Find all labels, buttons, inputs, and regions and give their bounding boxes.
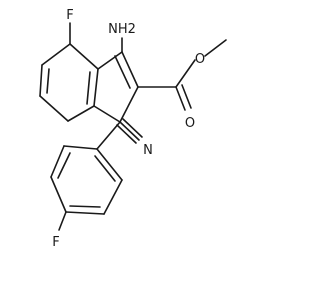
bond — [181, 84, 192, 109]
bond — [57, 152, 71, 179]
bond — [119, 86, 139, 123]
bond — [93, 68, 99, 107]
bond — [50, 176, 67, 213]
bond — [65, 211, 105, 215]
bond — [121, 51, 139, 88]
bond — [39, 64, 43, 97]
bond — [175, 59, 196, 88]
atom-label-o: O — [185, 116, 195, 131]
bond — [103, 179, 123, 215]
bond — [69, 43, 99, 70]
bond — [97, 51, 123, 70]
bond — [93, 105, 121, 123]
bond — [96, 121, 121, 150]
atom-label-o: O — [195, 52, 205, 67]
bond — [122, 118, 143, 138]
bond — [50, 145, 65, 178]
bond — [69, 205, 101, 208]
bond — [39, 95, 69, 122]
atom-label-nh2: NH2 — [108, 22, 136, 37]
bond — [46, 68, 50, 94]
bond — [63, 145, 98, 150]
chemical-structure: F NH2 O O N F — [39, 8, 227, 250]
bond — [204, 39, 227, 57]
atom-label-f: F — [52, 235, 59, 250]
bond — [175, 86, 186, 111]
bond — [119, 121, 140, 141]
atom-label-f: F — [66, 8, 73, 23]
bond — [86, 71, 91, 105]
bond — [114, 55, 131, 89]
bond — [94, 155, 116, 182]
bond — [58, 211, 67, 231]
bond — [116, 124, 137, 144]
bond — [96, 148, 123, 181]
bond — [41, 43, 71, 66]
bonds — [39, 22, 227, 231]
atom-label-n: N — [143, 143, 153, 158]
bond — [67, 105, 95, 122]
